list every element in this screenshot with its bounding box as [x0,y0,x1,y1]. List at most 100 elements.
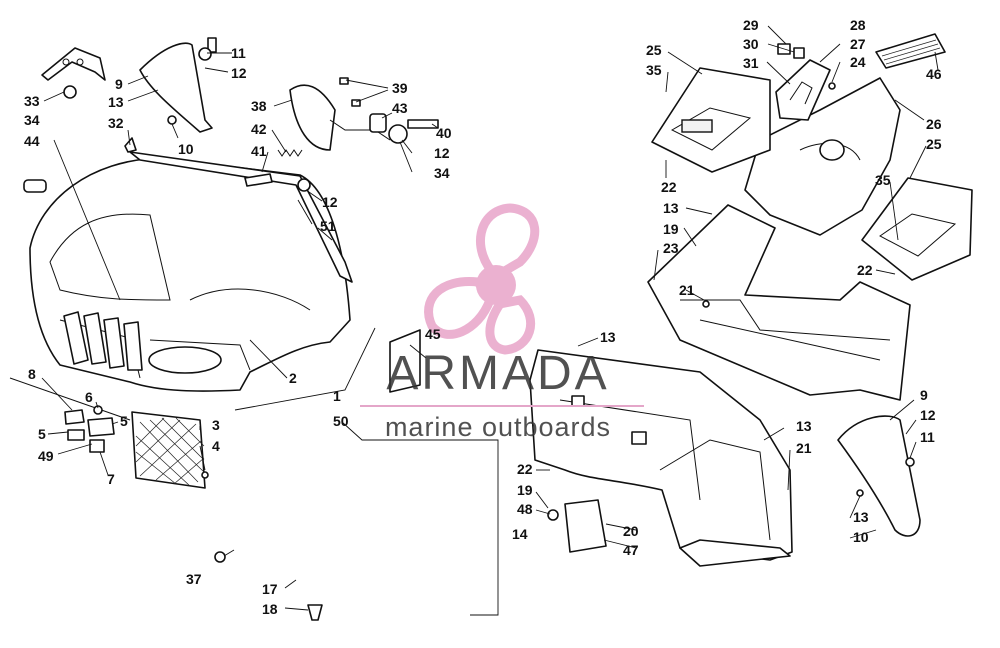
leader-lines [41,25,939,616]
floor-pan-23 [647,204,911,401]
callout-13: 13 [600,329,616,345]
callout-10: 10 [853,529,869,545]
panel-base [679,539,791,567]
mesh-screen-3 [131,411,206,489]
hood-assembly [29,151,353,392]
callout-47: 47 [623,542,639,558]
callout-1: 1 [333,388,341,404]
shifter-plate-27 [775,59,831,121]
callout-12: 12 [434,145,450,161]
watermark-brand-text: ARMADA [386,347,610,400]
watermark-rule [360,405,644,407]
callout-22: 22 [661,179,677,195]
propeller-hub [476,265,516,305]
callout-21: 21 [796,440,812,456]
hood-grille [63,311,143,371]
callout-13: 13 [853,509,869,525]
callout-25: 25 [646,42,662,58]
callout-37: 37 [186,571,202,587]
callout-39: 39 [392,80,408,96]
fender-flap-9 [139,42,213,133]
screw-24 [828,82,836,90]
callout-49: 49 [38,448,54,464]
switch-30 [793,47,805,59]
callout-23: 23 [663,240,679,256]
callout-45: 45 [425,326,441,342]
callout-22: 22 [857,262,873,278]
seat-tray-25b [861,177,973,281]
callout-24: 24 [850,54,866,70]
callout-34: 34 [24,112,40,128]
callout-35: 35 [646,62,662,78]
callout-11: 11 [920,429,935,445]
decal-46-lines [881,39,941,65]
callout-12: 12 [920,407,936,423]
hinge-5a [64,409,85,425]
washer-12b [297,178,311,192]
callout-14: 14 [512,526,528,542]
callout-5: 5 [120,413,128,429]
watermark-tagline: marine outboards [384,412,612,442]
callout-7: 7 [107,471,115,487]
clip-7 [89,439,105,453]
callout-50: 50 [333,413,349,429]
callout-8: 8 [28,366,36,382]
dash-panel [529,349,793,561]
screw-10 [167,115,177,125]
callout-46: 46 [926,66,942,82]
callout-12: 12 [322,194,338,210]
callout-43: 43 [392,100,408,116]
cup-holder [819,139,845,161]
fastener-48 [547,509,559,521]
screw-6 [93,405,103,415]
callout-13: 13 [663,200,679,216]
callout-21: 21 [679,282,695,298]
callout-44: 44 [24,133,40,149]
callout-40: 40 [436,125,452,141]
fastener-18 [307,604,323,621]
nut-37 [214,551,226,563]
callout-35: 35 [875,172,891,188]
screw-21 [702,300,710,308]
bushing-43 [369,113,387,133]
callout-28: 28 [850,17,866,33]
pin-41 [244,173,273,187]
decal-46 [875,33,946,69]
plate-38 [289,84,336,151]
callout-9: 9 [115,76,123,92]
fastener-32 [124,137,137,153]
callout-38: 38 [251,98,267,114]
hinge-5b [87,417,115,437]
callout-9: 9 [920,387,928,403]
callout-27: 27 [850,36,866,52]
callout-41: 41 [251,143,267,159]
callout-4: 4 [212,438,220,454]
emblem-44 [23,179,47,193]
callout-13: 13 [796,418,812,434]
callout-12: 12 [231,65,247,81]
callout-19: 19 [517,482,533,498]
screw-13e [856,489,864,497]
bracket-33 [41,47,106,81]
washer-12 [198,47,212,61]
callout-20: 20 [623,523,639,539]
callout-25: 25 [926,136,942,152]
callout-5: 5 [38,426,46,442]
armada-propeller-logo [424,203,540,355]
callout-26: 26 [926,116,942,132]
callout-48: 48 [517,501,533,517]
spring-42 [277,149,303,157]
callout-3: 3 [212,417,220,433]
screw-39b [351,99,361,107]
callout-18: 18 [262,601,278,617]
rod-8 [9,377,131,421]
callout-29: 29 [743,17,759,33]
callout-22: 22 [517,461,533,477]
callout-labels: 29 28 30 27 31 24 25 35 46 26 25 35 22 1… [24,17,942,617]
callout-51: 51 [320,218,336,234]
panel-slot-b [631,431,647,445]
bolt-11 [207,37,217,53]
headlight-left [148,346,222,374]
screw-39a [339,77,349,85]
